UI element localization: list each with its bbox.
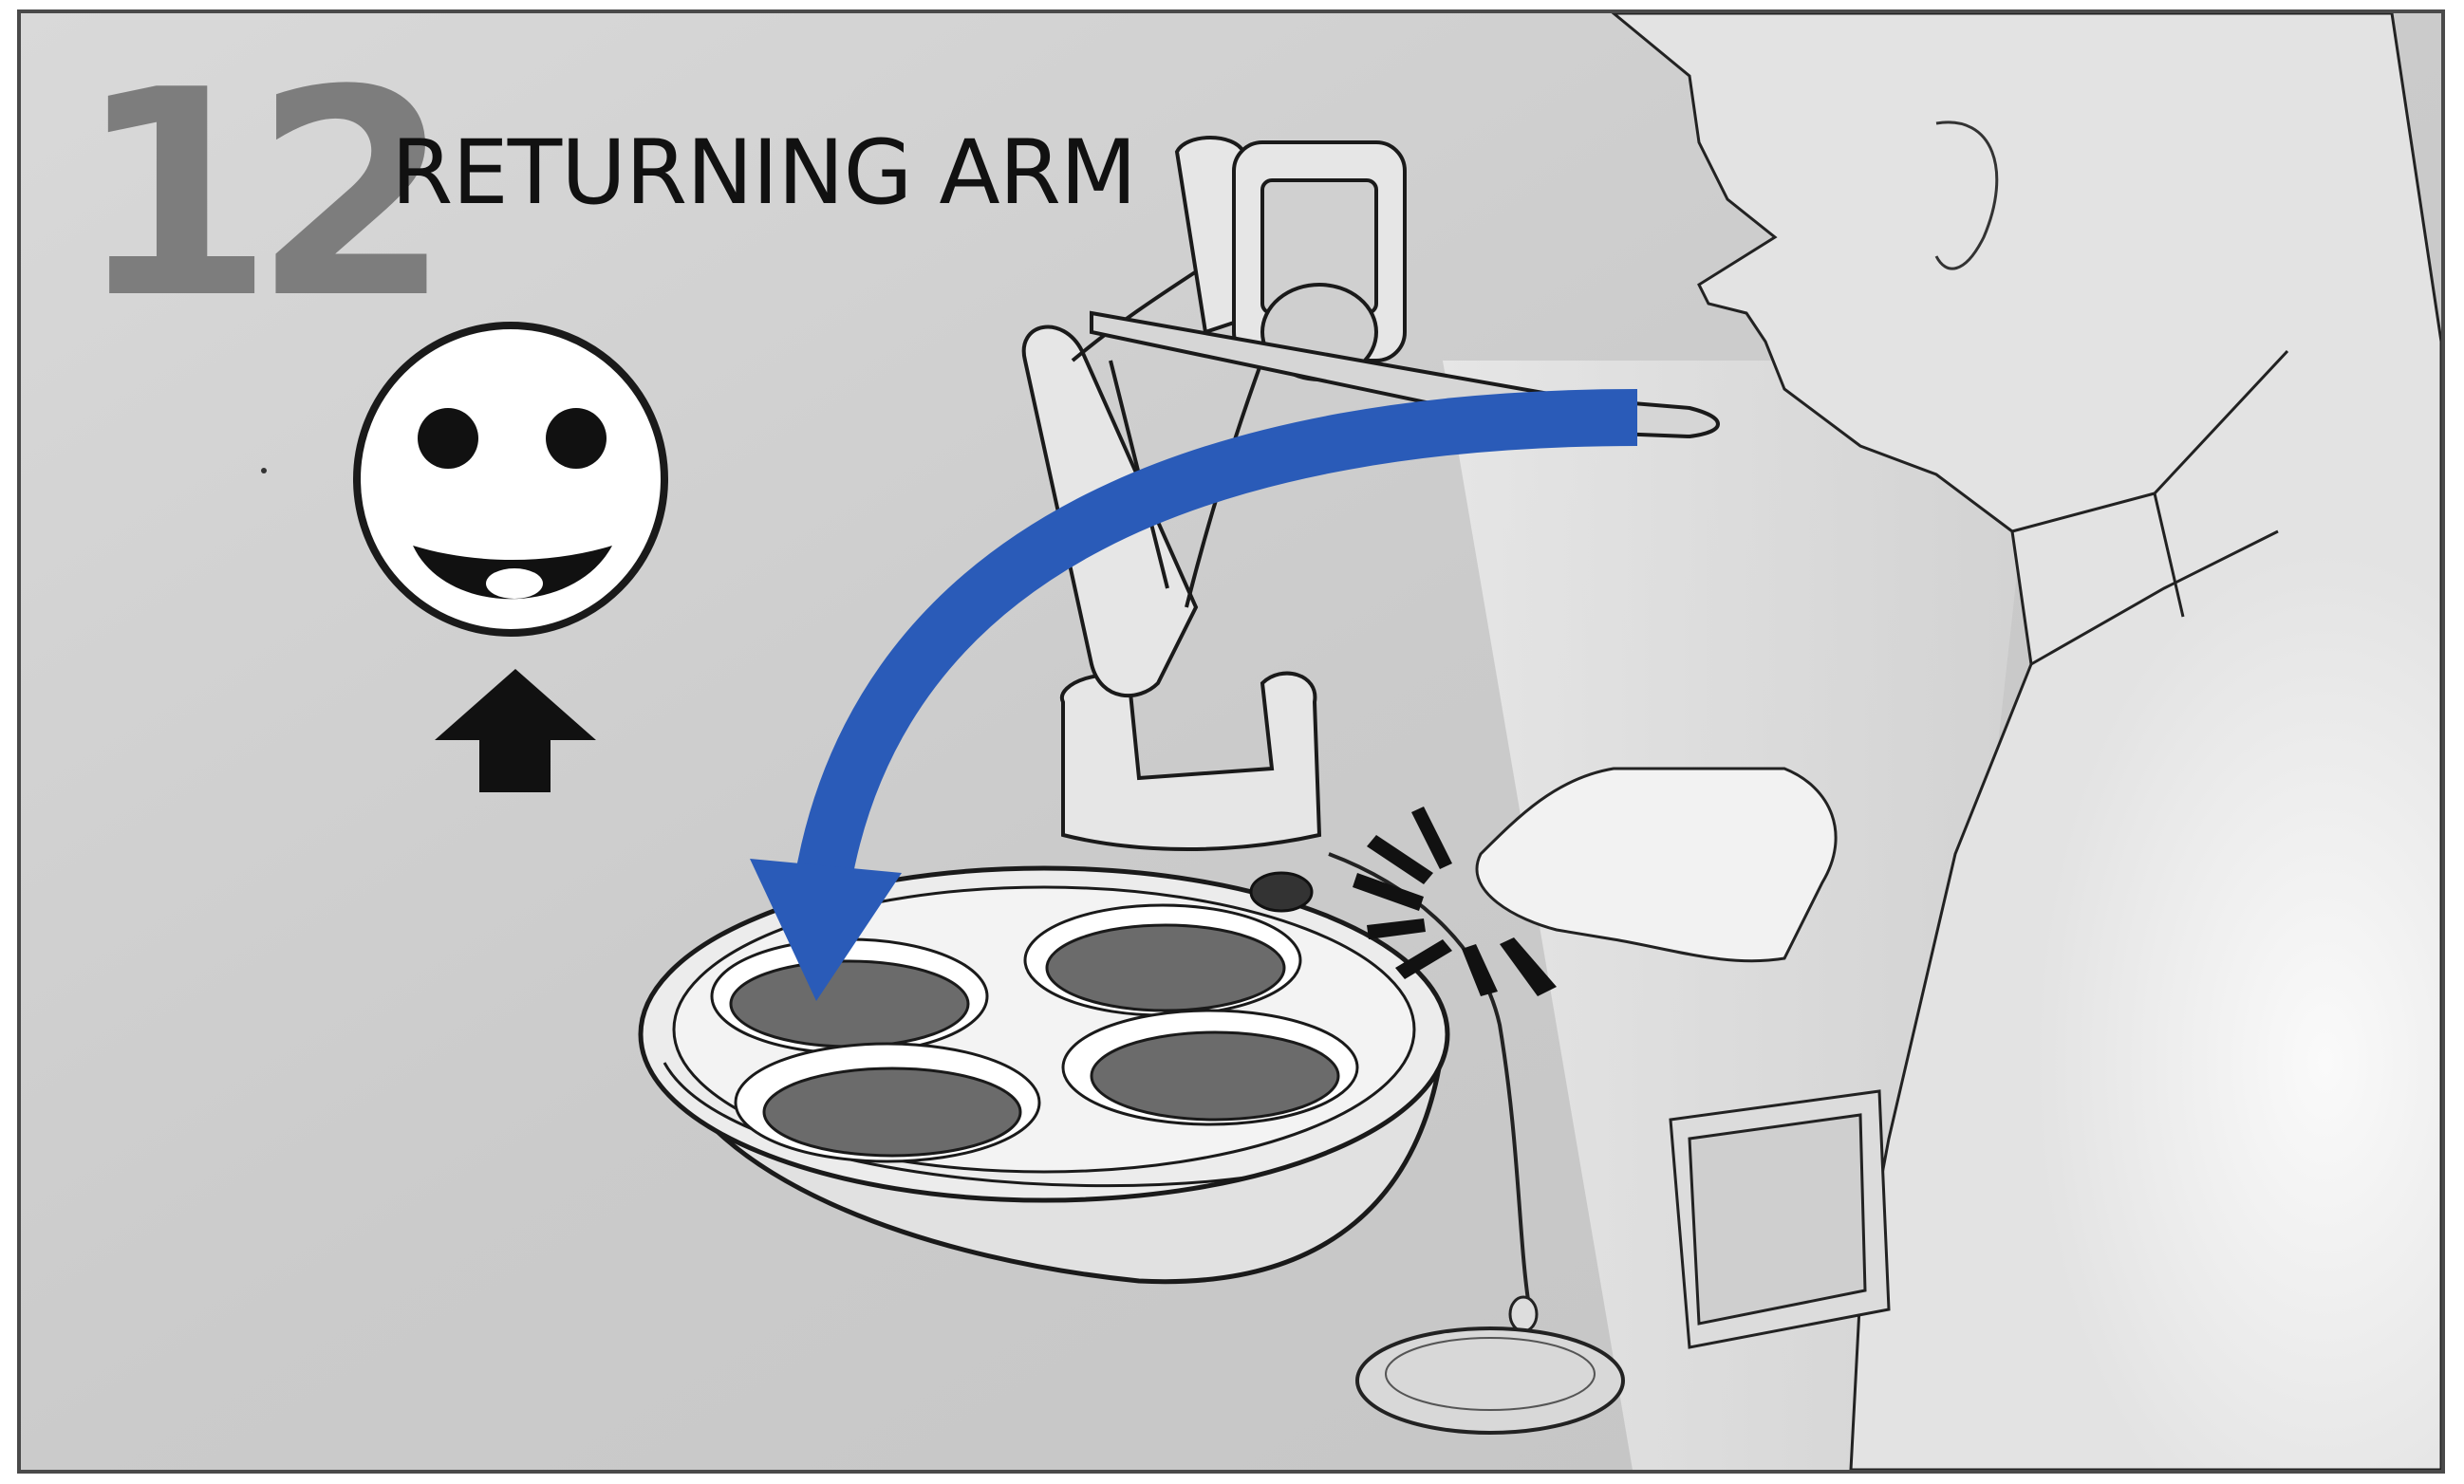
foot-pad — [1357, 1328, 1623, 1433]
step-number: 12 — [76, 53, 430, 338]
control-button — [1251, 873, 1312, 911]
chair — [1671, 1091, 1889, 1347]
step-title: RETURNING ARM — [391, 121, 1136, 226]
smiley-face-icon — [357, 325, 664, 633]
cable-plug — [1510, 1297, 1537, 1331]
